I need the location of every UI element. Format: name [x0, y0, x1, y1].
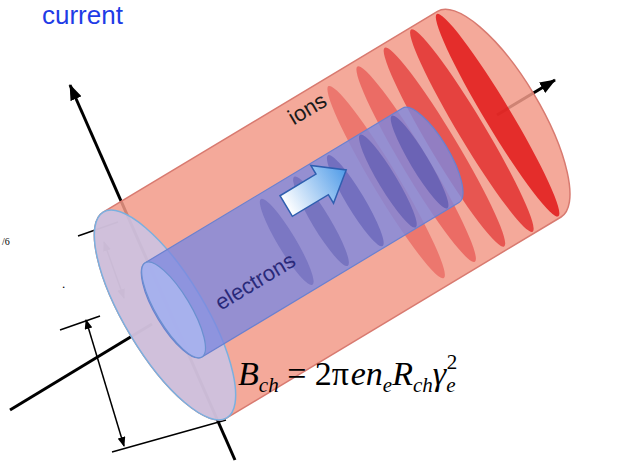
formula-part: e — [446, 373, 455, 397]
field-formula: Bch= 2πeneRchγe2 — [238, 350, 457, 398]
formula-part: ch — [413, 373, 433, 397]
outer-radius-arrow — [86, 320, 124, 446]
text-fragment: . — [62, 276, 65, 292]
formula-part: γ — [433, 355, 446, 392]
text-fragment: /6 — [2, 236, 10, 247]
dimension-tick — [60, 316, 100, 330]
title-label: current — [42, 0, 123, 31]
dimension-tick — [112, 420, 226, 452]
formula-part: R — [392, 355, 413, 392]
formula-part: 2 — [447, 350, 458, 374]
formula-part: e — [383, 373, 392, 397]
formula-part: ch — [259, 373, 279, 397]
formula-part: en — [351, 355, 383, 392]
formula-part: B — [238, 355, 259, 392]
formula-part: = 2π — [287, 355, 349, 392]
